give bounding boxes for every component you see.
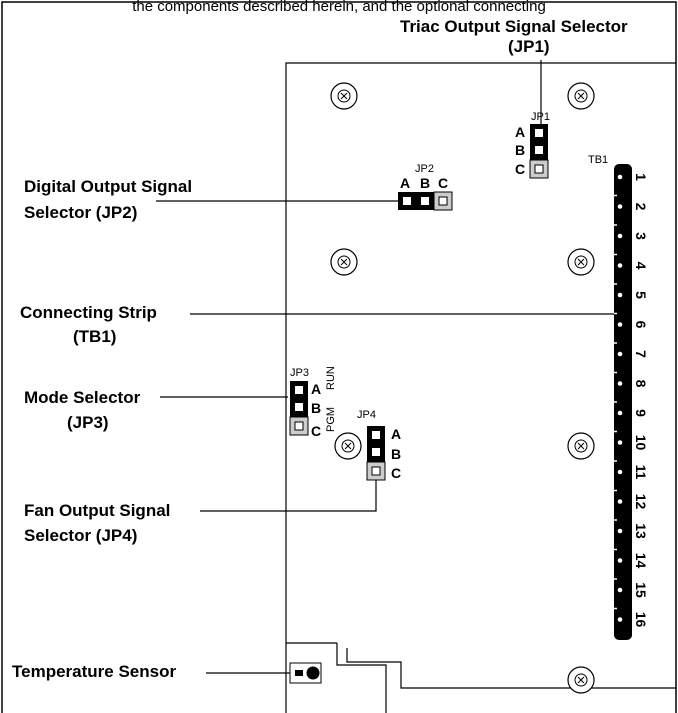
fan-leader-line (200, 480, 377, 512)
mounting-screw-icon (567, 248, 595, 276)
jumper-jp3: JP3 A B C RUN PGM (289, 366, 337, 439)
terminal-number: 6 (633, 321, 649, 329)
mounting-screw-icon (567, 432, 595, 460)
terminal-number: 3 (633, 232, 649, 240)
triac-selector-label: Triac Output Signal Selector (400, 17, 628, 36)
terminal-number: 5 (633, 291, 649, 299)
terminal-screw (617, 440, 623, 445)
terminal-screw (617, 381, 623, 386)
terminal-screw (617, 322, 623, 327)
terminal-block-body (614, 164, 632, 640)
mounting-screw-icon (334, 432, 362, 460)
jp1-pin-a: A (515, 124, 525, 140)
fan-selector-label-2: Selector (JP4) (24, 526, 137, 545)
jp3-pin-a: A (311, 381, 321, 397)
jumper-jp4: JP4 A B C (357, 409, 401, 481)
terminal-screw (617, 204, 623, 209)
terminal-number: 7 (633, 350, 649, 358)
mode-selector-label: Mode Selector (24, 388, 141, 407)
terminal-screw (617, 410, 623, 416)
terminal-screw (617, 351, 623, 357)
jp4-pin-c: C (391, 465, 401, 481)
terminal-screw (617, 233, 623, 239)
jp1-pin-b: B (515, 142, 525, 158)
jp3-run-label: RUN (325, 366, 337, 390)
jp4-pin-a: A (391, 426, 401, 442)
terminal-number: 11 (633, 465, 649, 480)
jp1-label: JP1 (531, 111, 550, 123)
terminal-number: 10 (633, 435, 649, 451)
header-note: the components described herein, and the… (132, 0, 546, 15)
mounting-screw-icon (567, 82, 595, 110)
jp2-pin-b: B (420, 175, 430, 191)
jp3-pin-c: C (311, 423, 321, 439)
jumper-jp1: JP1 A B C (515, 111, 550, 179)
fan-selector-label: Fan Output Signal (24, 501, 170, 520)
digital-selector-label: Digital Output Signal (24, 177, 192, 196)
tb1-label: TB1 (588, 154, 608, 166)
terminal-number: 1 (633, 173, 649, 181)
mode-selector-label-2: (JP3) (67, 413, 109, 432)
terminal-number: 9 (633, 409, 649, 417)
terminal-screw (617, 528, 623, 534)
terminal-number: 8 (633, 380, 649, 388)
temperature-sensor (289, 662, 322, 684)
terminal-screw (617, 292, 623, 298)
digital-selector-label-2: Selector (JP2) (24, 203, 137, 222)
connecting-strip-label-2: (TB1) (73, 327, 116, 346)
terminal-screw (617, 587, 623, 593)
terminal-number: 16 (633, 612, 649, 628)
jp2-label: JP2 (415, 163, 434, 175)
terminal-number: 2 (633, 203, 649, 211)
temperature-sensor-label: Temperature Sensor (12, 662, 176, 681)
jp4-pin-b: B (391, 446, 401, 462)
jp3-pin-b: B (311, 400, 321, 416)
terminal-number: 14 (633, 553, 649, 569)
mounting-screw-icon (567, 666, 595, 694)
jp3-label: JP3 (290, 367, 309, 379)
board-outline (285, 62, 676, 713)
terminal-screw (617, 617, 623, 622)
jp2-pin-c: C (438, 175, 448, 191)
jp2-pin-a: A (400, 175, 410, 191)
connecting-strip-label: Connecting Strip (20, 303, 157, 322)
jp4-label: JP4 (357, 409, 376, 421)
terminal-number: 12 (633, 494, 649, 510)
terminal-screw (617, 263, 623, 268)
terminal-screw (617, 499, 623, 504)
terminal-screw (617, 558, 623, 563)
triac-selector-label-2: (JP1) (508, 37, 550, 56)
mounting-screw-icon (330, 248, 358, 276)
terminal-number: 13 (633, 523, 649, 539)
terminal-screw (617, 174, 623, 180)
mounting-screw-icon (330, 82, 358, 110)
jumper-jp2: JP2 A B C (398, 163, 453, 211)
terminal-number: 4 (633, 262, 649, 270)
terminal-number: 15 (633, 582, 649, 598)
jp1-pin-c: C (515, 161, 525, 177)
terminal-screw (617, 469, 623, 475)
jp3-pgm-label: PGM (325, 407, 337, 432)
